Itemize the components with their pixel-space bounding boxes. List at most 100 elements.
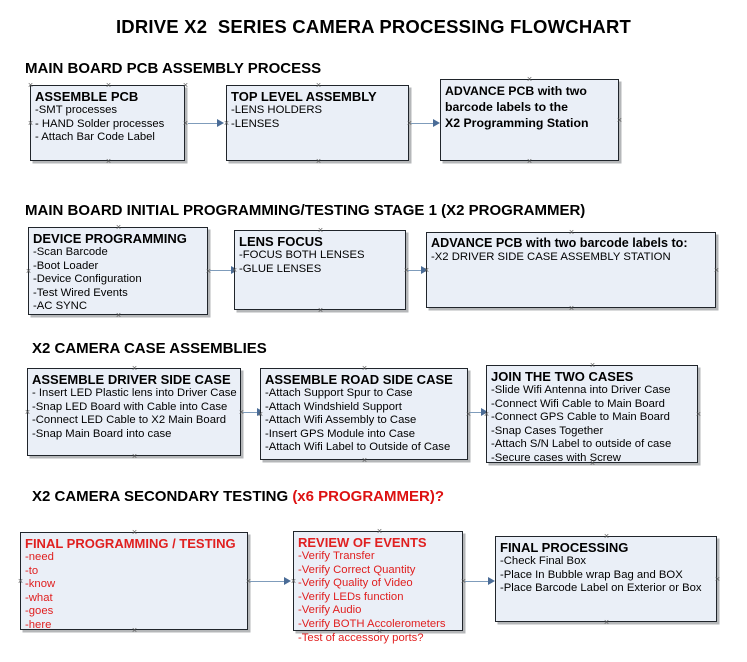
box-line-overflow: -Test of accessory ports? xyxy=(298,631,424,644)
resize-handle-n[interactable] xyxy=(317,227,324,234)
box-line: -Verify Transfer xyxy=(298,550,375,562)
box-line: -LENS HOLDERS xyxy=(231,104,323,116)
box-title: ASSEMBLE PCB xyxy=(35,89,139,104)
resize-handle-n[interactable] xyxy=(361,365,368,372)
section-heading-text: MAIN BOARD INITIAL PROGRAMMING/TESTING S… xyxy=(25,202,586,219)
box-assemble-driver-side-case[interactable]: ASSEMBLE DRIVER SIDE CASE - Insert LED P… xyxy=(27,368,241,456)
box-advance-pcb-to-x2-programming-station[interactable]: ADVANCE PCB with two barcode labels to t… xyxy=(440,79,619,161)
resize-handle-s[interactable] xyxy=(361,457,368,464)
resize-handle-e[interactable] xyxy=(616,117,623,124)
box-line: -Attach S/N Label to outside of case xyxy=(491,438,672,451)
section-heading-text: MAIN BOARD PCB ASSEMBLY PROCESS xyxy=(25,60,322,77)
page-title: IDRIVE X2 SERIES CAMERA PROCESSING FLOWC… xyxy=(115,16,632,37)
box-top-level-assembly[interactable]: TOP LEVEL ASSEMBLY -LENS HOLDERS -LENSES xyxy=(226,85,409,161)
box-line: -what xyxy=(25,591,53,604)
resize-handle-n[interactable] xyxy=(376,528,383,535)
box-line: barcode labels to the xyxy=(445,100,568,114)
box-advance-pcb-to-driver-side-case-assembly[interactable]: ADVANCE PCB with two barcode labels to: … xyxy=(426,232,716,308)
resize-handle-w[interactable] xyxy=(24,409,31,416)
box-line: -Verify Audio xyxy=(298,604,362,617)
resize-handle-n[interactable] xyxy=(568,229,575,236)
resize-handle-w[interactable] xyxy=(27,120,34,127)
box-line: -to xyxy=(25,564,39,577)
box-lens-focus[interactable]: LENS FOCUS -FOCUS BOTH LENSES -GLUE LENS… xyxy=(234,230,406,310)
box-title: REVIEW OF EVENTS xyxy=(298,535,427,550)
resize-handle-n[interactable] xyxy=(603,533,610,540)
resize-handle-n[interactable] xyxy=(115,224,122,231)
resize-handle-w[interactable] xyxy=(25,268,32,275)
box-line: -Connect GPS Cable to Main Board xyxy=(491,411,670,424)
resize-handle-s[interactable] xyxy=(315,158,322,165)
resize-handle-s[interactable] xyxy=(526,158,533,165)
section-heading-x2-camera-case-assemblies: X2 CAMERA CASE ASSEMBLIES xyxy=(32,340,267,357)
box-line: -Place In Bubble wrap Bag and BOX xyxy=(500,568,683,581)
connector-arrow-top-level-assembly-to-advance-pcb[interactable] xyxy=(411,119,440,128)
resize-handle-n[interactable] xyxy=(526,76,533,83)
box-title: FINAL PROCESSING xyxy=(500,540,629,555)
box-line: -know xyxy=(25,578,56,591)
box-line: -Slide Wifi Antenna into Driver Case xyxy=(491,384,671,396)
box-line: -Verify BOTH Accolerometers xyxy=(298,617,446,630)
box-line: -SMT processes xyxy=(35,104,118,116)
connector-arrow-lens-focus-to-advance-pcb[interactable] xyxy=(408,266,428,275)
box-line: -Verify Quality of Video xyxy=(298,577,413,590)
connector-arrow-review-of-events-to-final-processing[interactable] xyxy=(465,577,495,586)
section-heading-main-board-initial-programming-testing-stage-1: MAIN BOARD INITIAL PROGRAMMING/TESTING S… xyxy=(25,202,585,219)
box-title: DEVICE PROGRAMMING xyxy=(33,231,187,246)
box-line: -Connect Wifi Cable to Main Board xyxy=(491,397,665,410)
resize-handle-s[interactable] xyxy=(317,307,324,314)
arrow-head-icon xyxy=(433,119,440,127)
box-device-programming[interactable]: DEVICE PROGRAMMING -Scan Barcode -Boot L… xyxy=(28,227,208,315)
connector-arrow-assemble-pcb-to-top-level-assembly[interactable] xyxy=(188,119,224,128)
box-final-programming-testing[interactable]: FINAL PROGRAMMING / TESTING -need -to -k… xyxy=(17,529,248,631)
box-title: TOP LEVEL ASSEMBLY xyxy=(231,89,377,104)
box-line: -Device Configuration xyxy=(33,273,142,286)
box-title: ADVANCE PCB with two xyxy=(445,84,587,98)
resize-handle-w[interactable] xyxy=(17,578,24,585)
section-heading-text: X2 CAMERA SECONDARY TESTING xyxy=(32,488,293,505)
connector-arrow-road-side-case-to-join-two-cases[interactable] xyxy=(470,408,488,417)
resize-handle-n[interactable] xyxy=(105,82,112,89)
resize-handle-w[interactable] xyxy=(290,578,297,585)
box-final-processing[interactable]: FINAL PROCESSING -Check Final Box -Place… xyxy=(495,536,717,622)
resize-handle-n[interactable] xyxy=(315,82,322,89)
box-line: -Attach Support Spur to Case xyxy=(265,387,413,399)
box-assemble-pcb[interactable]: ASSEMBLE PCB -SMT processes - HAND Solde… xyxy=(30,85,185,161)
resize-handle-s[interactable] xyxy=(105,158,112,165)
resize-handle-e[interactable] xyxy=(714,576,721,583)
section-heading-accent: (x6 PROGRAMMER)? xyxy=(292,488,444,505)
resize-handle-e[interactable] xyxy=(713,267,720,274)
box-join-the-two-cases[interactable]: JOIN THE TWO CASES -Slide Wifi Antenna i… xyxy=(486,362,698,464)
box-line: -FOCUS BOTH LENSES xyxy=(239,249,365,261)
resize-handle-s[interactable] xyxy=(568,305,575,312)
box-line: -Check Final Box xyxy=(500,555,587,567)
box-line: -Verify LEDs function xyxy=(298,590,404,603)
connector-arrow-final-programming-to-review-of-events[interactable] xyxy=(250,577,291,586)
resize-handle-ne[interactable] xyxy=(182,82,189,89)
arrow-shaft xyxy=(243,412,257,414)
arrow-head-icon xyxy=(217,119,224,127)
resize-handle-n[interactable] xyxy=(589,362,596,369)
resize-handle-e[interactable] xyxy=(695,411,702,418)
box-line: -Snap Cases Together xyxy=(491,424,604,437)
box-title: ASSEMBLE ROAD SIDE CASE xyxy=(265,372,453,387)
resize-handle-s[interactable] xyxy=(131,453,138,460)
box-line: - HAND Solder processes xyxy=(35,117,165,130)
box-line: - Attach Bar Code Label xyxy=(35,131,155,144)
arrow-shaft xyxy=(465,581,488,583)
resize-handle-s[interactable] xyxy=(603,619,610,626)
box-line: -Insert GPS Module into Case xyxy=(265,427,416,440)
resize-handle-n[interactable] xyxy=(131,365,138,372)
box-line: -LENSES xyxy=(231,117,280,130)
box-line: - Insert LED Plastic lens into Driver Ca… xyxy=(32,387,237,399)
arrow-shaft xyxy=(470,412,481,414)
resize-handle-n[interactable] xyxy=(131,529,138,536)
box-line: -Boot Loader xyxy=(33,259,99,272)
arrow-shaft xyxy=(408,270,421,272)
resize-handle-nw[interactable] xyxy=(27,82,34,89)
box-review-of-events[interactable]: REVIEW OF EVENTS -Verify Transfer -Verif… xyxy=(290,528,463,644)
box-assemble-road-side-case[interactable]: ASSEMBLE ROAD SIDE CASE -Attach Support … xyxy=(260,368,468,460)
resize-handle-w[interactable] xyxy=(223,120,230,127)
box-line: -need xyxy=(25,551,54,563)
